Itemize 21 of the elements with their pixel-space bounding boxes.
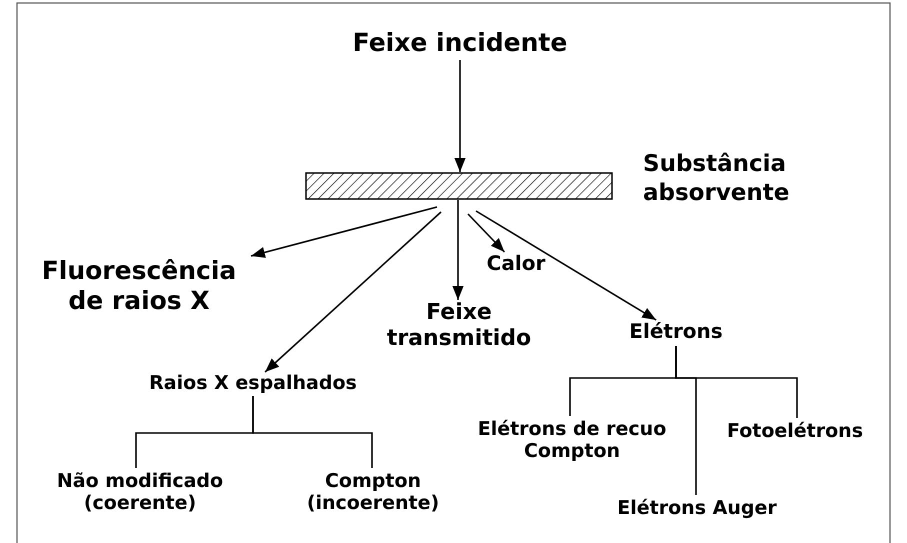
node-label: Compton (incoerente) [292,470,454,515]
node-label: Fluorescência de raios X [26,256,252,315]
node-label: Não modificado (coerente) [20,470,260,515]
arrow [264,211,442,373]
node-label: Feixe incidente [300,28,620,58]
node-label: Elétrons [610,320,742,344]
node-label: Calor [476,252,556,276]
connector-line [252,396,373,468]
arrow [454,60,466,172]
hatched-slab [305,172,613,200]
slab-caption: Substância absorvente [643,150,790,208]
arrow [476,210,657,321]
arrow [452,200,464,300]
node-label: Elétrons Auger [592,497,802,520]
node-label: Raios X espalhados [110,372,396,394]
node-label: Feixe transmitido [378,300,540,352]
node-label: Elétrons de recuo Compton [450,418,694,463]
arrow [467,213,506,253]
node-label: Fotoelétrons [700,420,890,442]
connector-line [675,346,697,495]
arrow [250,206,438,258]
